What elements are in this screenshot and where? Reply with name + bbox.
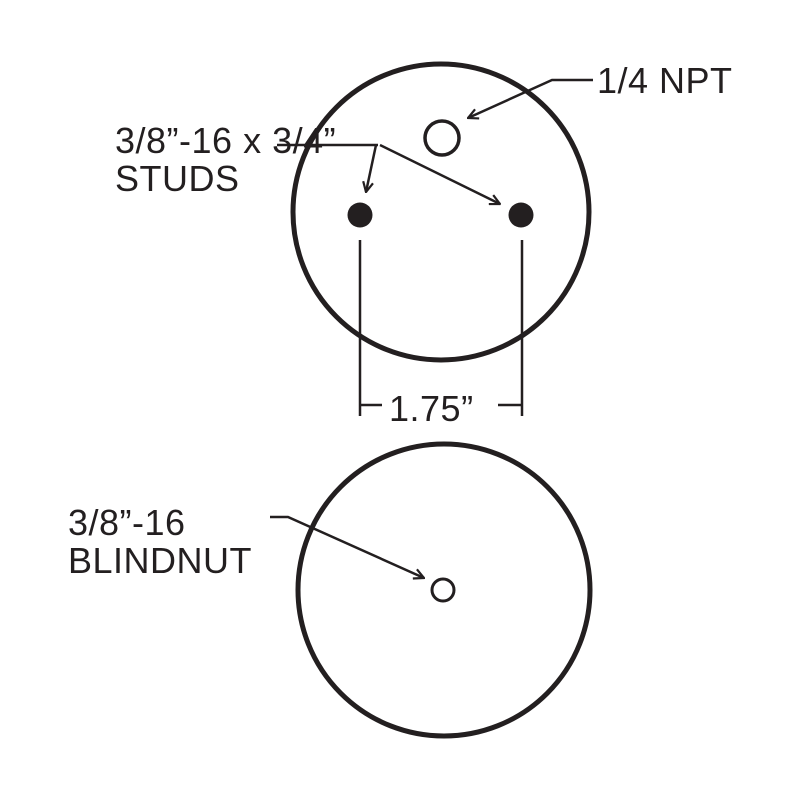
- air-port-hole: [423, 119, 461, 157]
- top-plate: [277, 61, 593, 416]
- blindnut-label-line1: 3/8”-16: [68, 502, 186, 543]
- studs-label-line1: 3/8”-16 x 3/4”: [115, 120, 337, 161]
- port-leader-line: [468, 78, 593, 118]
- bottom-plate: [270, 441, 593, 739]
- blindnut-hole: [430, 577, 456, 603]
- studs-label-line2: STUDS: [115, 158, 240, 199]
- stud-spacing-label: 1.75”: [389, 388, 474, 429]
- stud-left: [347, 202, 373, 228]
- bottom-plate-outline: [295, 441, 593, 739]
- top-plate-outline: [290, 61, 592, 363]
- blindnut-label-line2: BLINDNUT: [68, 540, 253, 581]
- blindnut-leader-line: [270, 515, 424, 578]
- studs-label: 3/8”-16 x 3/4” STUDS: [115, 122, 336, 198]
- studs-leader-arrow-right: [379, 143, 500, 204]
- studs-leader-arrow-left: [366, 144, 378, 192]
- blindnut-label: 3/8”-16 BLINDNUT: [68, 504, 252, 580]
- port-label: 1/4 NPT: [597, 60, 733, 101]
- stud-right: [508, 202, 534, 228]
